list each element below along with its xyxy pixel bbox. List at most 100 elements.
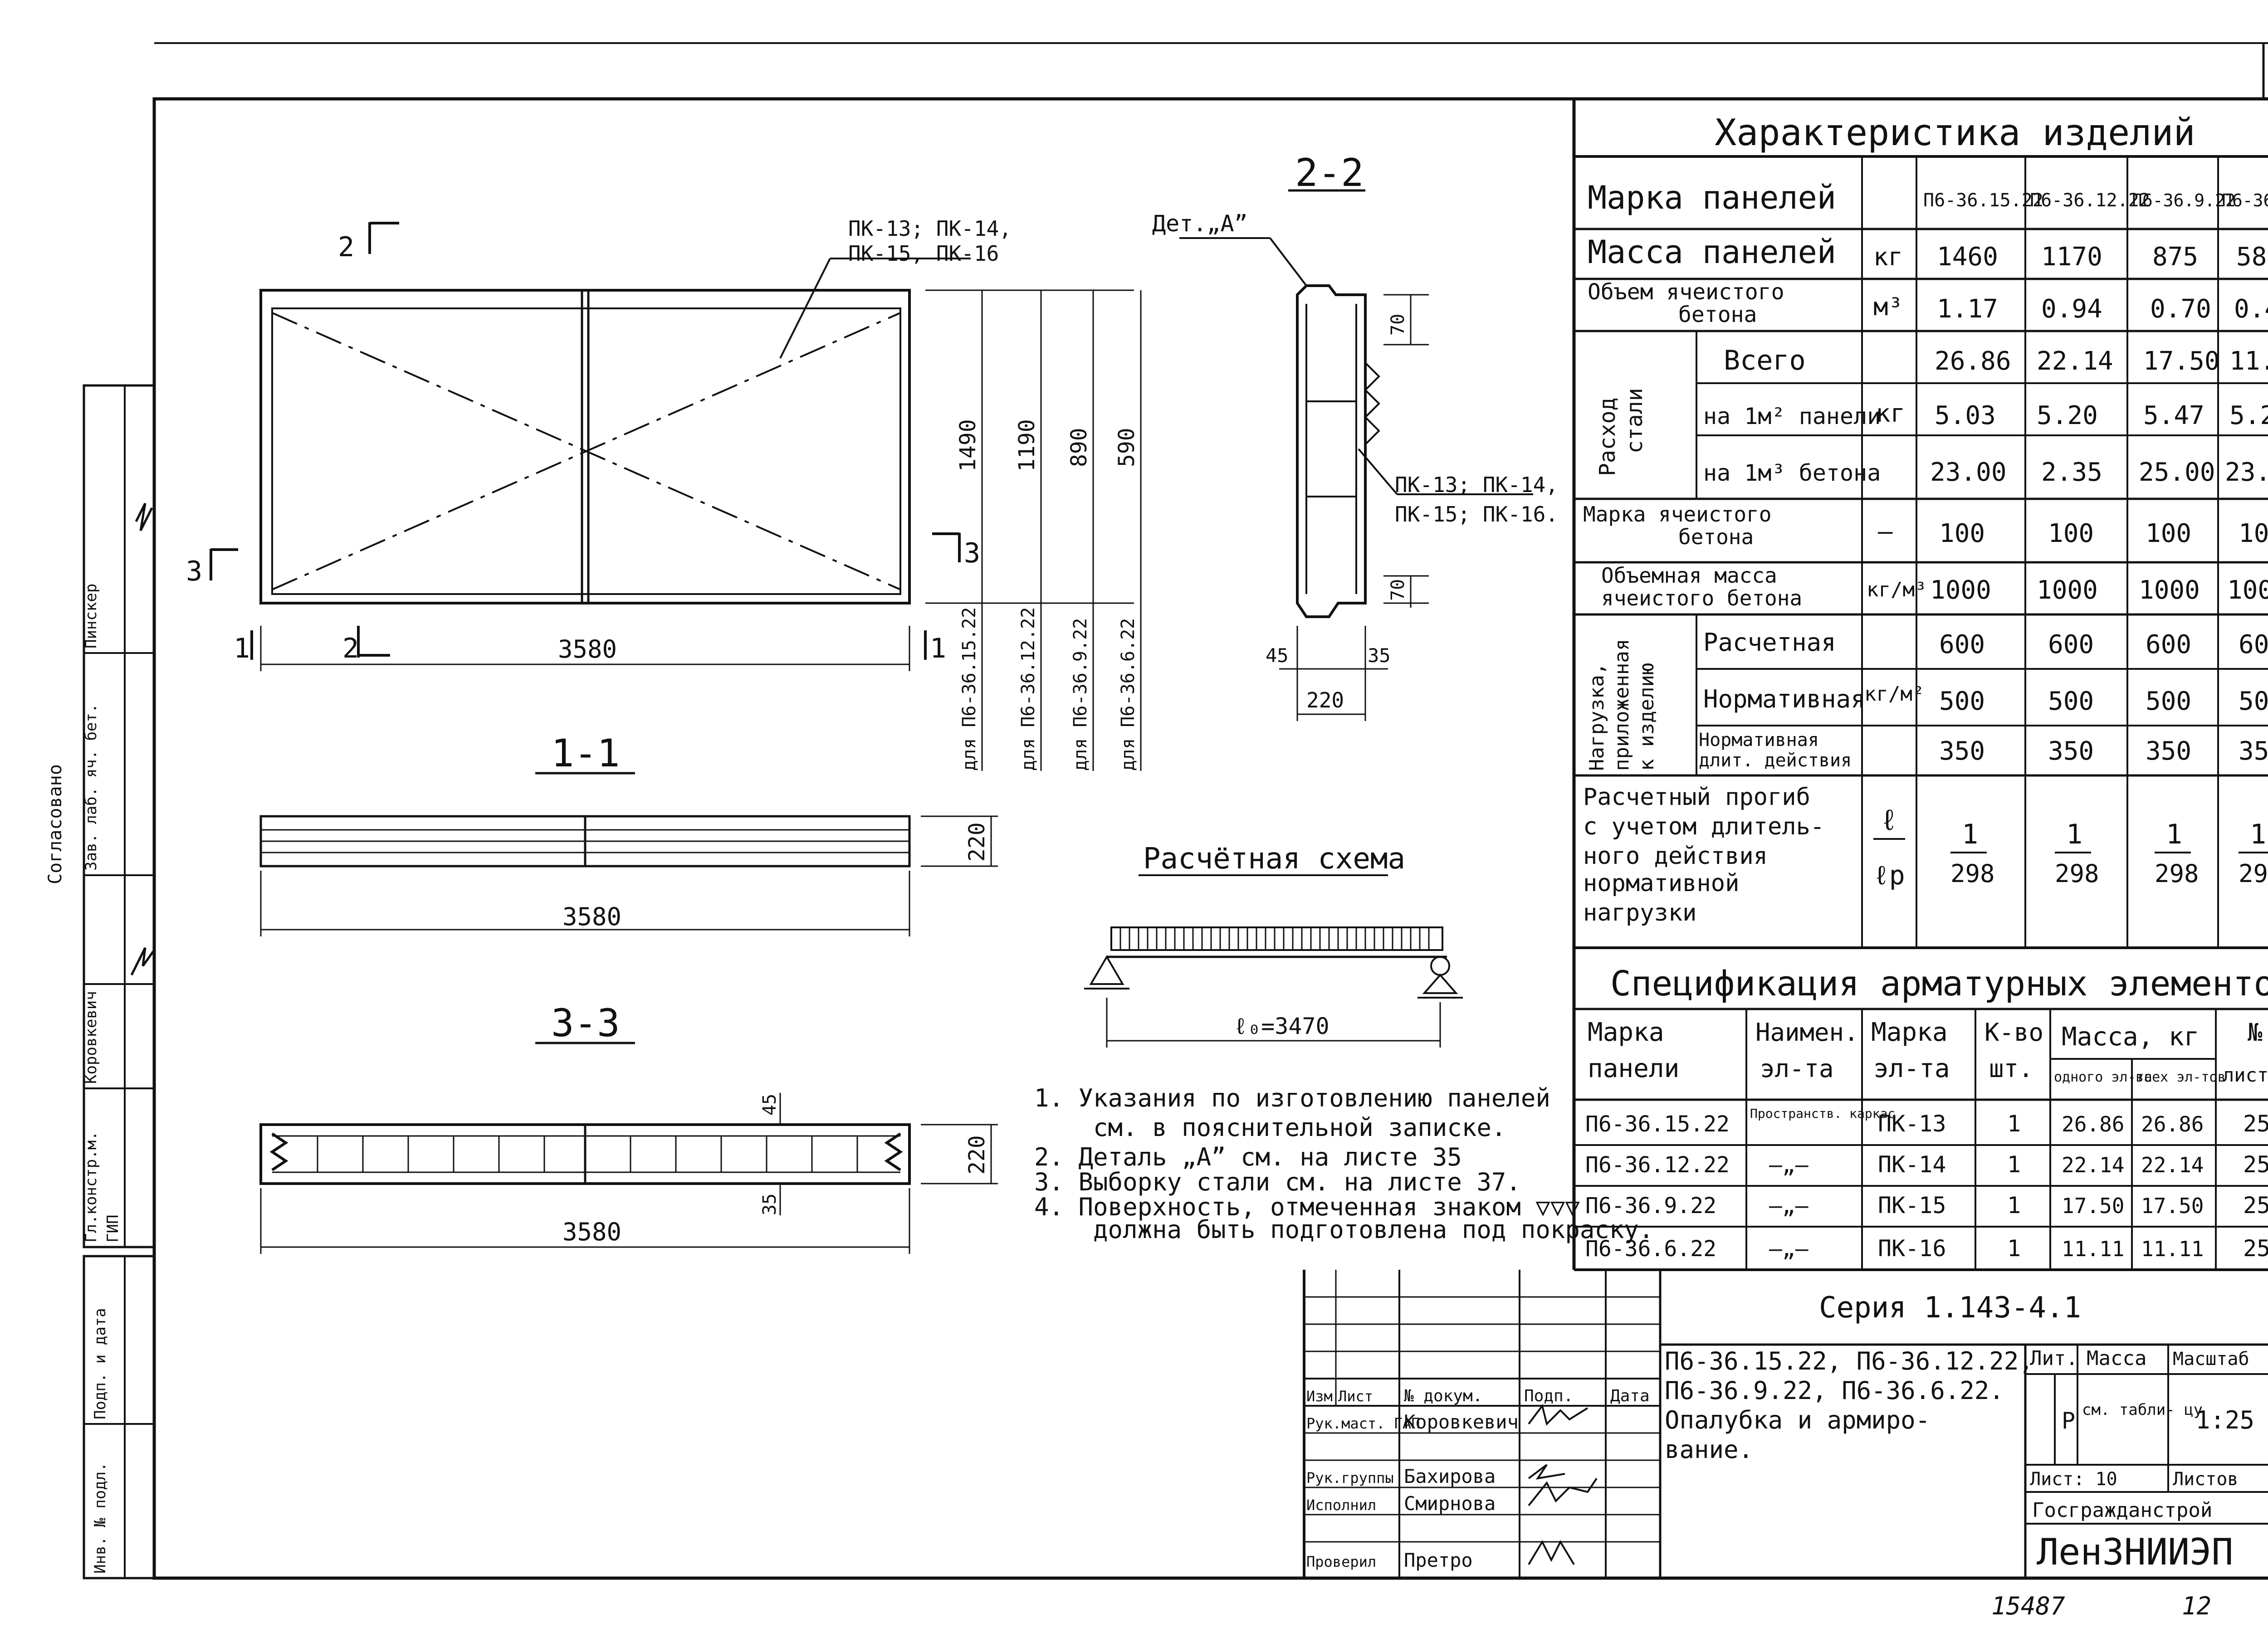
tb-org-2: ЛенЗНИИЭП <box>2037 1531 2233 1573</box>
spec-row-4-one: 11.11 <box>2062 1237 2124 1261</box>
spec-row-2-all: 22.14 <box>2141 1153 2204 1177</box>
spec-row-4-sheet: 25 <box>2243 1235 2268 1262</box>
char-density-3: 1000 <box>2139 575 2200 605</box>
spec-row-3-qty: 1 <box>2007 1192 2021 1219</box>
char-deflection-label-2: с учетом длитель- <box>1583 813 1824 840</box>
inventory-column: Инв. № подл. <box>91 1462 109 1574</box>
char-deflection-num-4: 1 <box>2250 819 2266 850</box>
plan-height-1490: 1490 <box>955 419 981 472</box>
tb-signer-1-name: Коровкевич <box>1404 1411 1519 1433</box>
char-steel-total-1: 26.86 <box>1935 346 2011 376</box>
char-density-1: 1000 <box>1930 575 1991 605</box>
char-grade-2: 100 <box>2048 519 2094 548</box>
note-line-5: 4. Поверхность, отмеченная знаком ▽▽▽ <box>1034 1193 1580 1221</box>
tb-col-doc: № докум. <box>1403 1387 1482 1405</box>
char-mass-3: 875 <box>2152 242 2198 272</box>
spec-head-name-2: эл-та <box>1760 1054 1834 1083</box>
section-1-1-title: 1-1 <box>551 731 620 775</box>
tb-scale-label: Масштаб <box>2173 1349 2249 1370</box>
section-2-2-view <box>1179 189 1533 721</box>
spec-title: Спецификация арматурных элементов <box>1610 963 2268 1004</box>
calc-scheme-span: ℓ₀=3470 <box>1234 1013 1330 1039</box>
tb-signatures <box>1528 1404 1598 1565</box>
note-line-4: 3. Выборку стали см. на листе 37. <box>1034 1168 1521 1196</box>
spec-head-el-1: Марка <box>1871 1018 1948 1047</box>
spec-row-3-el: ПК-15 <box>1878 1192 1946 1219</box>
tb-desc-3: Опалубка и армиро- <box>1665 1406 1930 1434</box>
char-load-norm-4: 500 <box>2239 687 2268 716</box>
tb-desc-2: П6-36.9.22, П6-36.6.22. <box>1665 1376 2004 1405</box>
tb-mass-value: см. табли- цу <box>2082 1401 2203 1419</box>
char-steel-m3-3: 25.00 <box>2139 458 2215 487</box>
char-deflection-den-4: 298 <box>2239 859 2268 888</box>
char-deflection-label-3: ного действия <box>1583 843 1768 870</box>
char-deflection-label-4: нормативной <box>1583 870 1739 897</box>
calc-scheme <box>1084 874 1463 1048</box>
tb-series: Серия 1.143-4.1 <box>1819 1291 2081 1325</box>
char-grade-label-1: Марка ячеистого <box>1583 502 1771 526</box>
spec-row-1-name: Пространств. каркас <box>1750 1106 1895 1121</box>
char-deflection-unit-den: ℓp <box>1873 860 1905 891</box>
section-2-2-title: 2-2 <box>1295 151 1364 195</box>
char-volume-label-1: Объем ячеистого <box>1588 279 1784 305</box>
tb-lit-label: Лит. <box>2030 1347 2078 1370</box>
plan-height-label-1: для П6-36.15.22 <box>959 607 980 771</box>
note-line-3: 2. Деталь „А” см. на листе 35 <box>1034 1143 1462 1171</box>
section-3-3-length: 3580 <box>562 1218 621 1246</box>
plan-height-label-2: для П6-36.12.22 <box>1018 607 1039 771</box>
section-2-2-dim-right: 35 <box>1368 644 1391 667</box>
section-2-2-dim-left: 45 <box>1266 644 1289 667</box>
spec-row-4-panel: П6-36.6.22 <box>1585 1236 1716 1262</box>
approval-title: Согласовано <box>45 764 66 884</box>
spec-head-mass: Масса, кг <box>2062 1022 2199 1052</box>
note-line-6: должна быть подготовлена под покраску. <box>1034 1215 1653 1244</box>
plan-section-2-top: 2 <box>338 231 354 263</box>
char-grade-1: 100 <box>1939 519 1985 548</box>
plan-leader-label-2: ПК-15, ПК-16 <box>848 241 999 266</box>
plan-section-1-right: 1 <box>930 633 946 664</box>
char-deflection-den-1: 298 <box>1950 859 1995 888</box>
plan-height-890: 890 <box>1066 428 1092 467</box>
char-load-norm-3: 500 <box>2146 687 2191 716</box>
char-load-calc-4: 600 <box>2239 630 2268 659</box>
char-steel-total-label: Всего <box>1724 345 1806 376</box>
tb-signer-4-name: Претро <box>1404 1549 1473 1571</box>
spec-head-name-1: Наимен. <box>1755 1018 1859 1047</box>
tb-desc-1: П6-36.15.22, П6-36.12.22, <box>1665 1347 2033 1375</box>
plan-view <box>210 222 1142 771</box>
spec-row-1-all: 26.86 <box>2141 1112 2204 1136</box>
section-2-2-dim-top: 70 <box>1388 314 1408 336</box>
char-load-long-label-2: длит. действия <box>1699 750 1852 771</box>
spec-row-3-panel: П6-36.9.22 <box>1585 1193 1716 1219</box>
section-3-3-dim-45: 45 <box>759 1094 780 1116</box>
char-volume-unit: м³ <box>1873 292 1903 321</box>
section-2-2-leader-2: ПК-15; ПК-16. <box>1395 502 1558 526</box>
spec-row-3-all: 17.50 <box>2141 1194 2204 1218</box>
char-mass-4: 585 <box>2236 242 2268 272</box>
char-load-norm-2: 500 <box>2048 687 2094 716</box>
spec-head-qty-2: шт. <box>1989 1054 2033 1083</box>
plan-section-3-left: 3 <box>186 556 202 587</box>
char-mark-1: П6-36.15.22 <box>1923 190 2043 211</box>
approval-signatures <box>130 502 156 976</box>
spec-head-mark-1: Марка <box>1588 1018 1664 1047</box>
char-volume-1: 1.17 <box>1937 294 1998 324</box>
tb-signer-2-name: Бахирова <box>1404 1465 1496 1487</box>
char-load-norm-label: Нормативная <box>1703 685 1866 713</box>
char-density-label-1: Объемная масса <box>1601 563 1777 588</box>
char-deflection-label-1: Расчетный прогиб <box>1583 784 1810 811</box>
char-mass-label: Масса панелей <box>1588 234 1836 271</box>
tb-col-izm: Изм <box>1306 1388 1333 1405</box>
char-density-2: 1000 <box>2037 575 2098 605</box>
plan-section-3-right: 3 <box>964 537 980 569</box>
section-3-3-height: 220 <box>964 1135 990 1175</box>
tb-desc-4: вание. <box>1665 1435 1753 1464</box>
char-load-long-4: 350 <box>2239 736 2268 766</box>
char-load-calc-3: 600 <box>2146 630 2191 659</box>
plan-height-label-3: для П6-36.9.22 <box>1070 618 1091 771</box>
char-steel-m3-2: 2.35 <box>2041 458 2102 487</box>
char-volume-2: 0.94 <box>2041 294 2102 324</box>
note-line-2: см. в пояснительной записке. <box>1034 1113 1506 1142</box>
char-steel-m2-label: на 1м² панели <box>1703 403 1881 429</box>
